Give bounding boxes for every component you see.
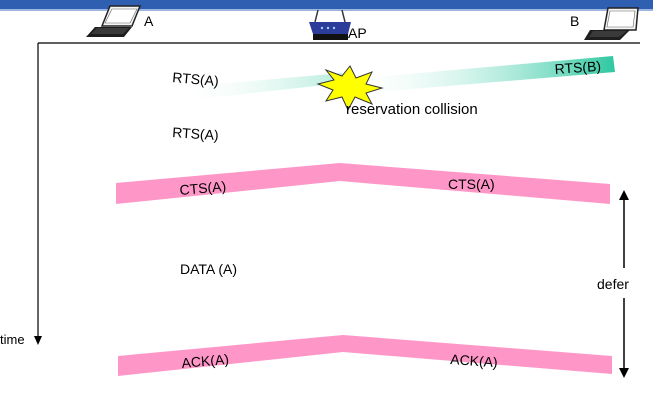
node-label-b: B xyxy=(570,13,579,29)
cts-a-left-label: CTS(A) xyxy=(179,178,227,198)
laptop-b-icon xyxy=(584,7,639,40)
top-banner-edge xyxy=(0,9,653,11)
defer-arrowhead-top xyxy=(619,190,629,200)
rts-b-label: RTS(B) xyxy=(554,58,601,77)
node-label-ap: AP xyxy=(348,25,367,41)
access-point-icon xyxy=(309,9,351,40)
defer-label: defer xyxy=(597,276,629,292)
collision-burst-icon xyxy=(316,65,384,112)
rts-a-band xyxy=(172,73,342,102)
rts-a-second-label: RTS(A) xyxy=(172,124,219,143)
laptop-a-icon xyxy=(86,5,142,37)
data-a-label: DATA (A) xyxy=(180,261,237,277)
collision-label: reservation collision xyxy=(346,101,478,118)
ack-a-left-label: ACK(A) xyxy=(181,351,230,371)
rts-a-first-label: RTS(A) xyxy=(172,69,220,89)
cts-a-right-label: CTS(A) xyxy=(448,176,495,192)
defer-arrowhead-bottom xyxy=(619,368,629,378)
time-axis-label: time xyxy=(0,332,25,347)
time-axis-arrowhead xyxy=(34,336,42,345)
cts-band xyxy=(116,163,610,204)
ack-band xyxy=(118,335,612,376)
rts-b-band xyxy=(340,56,615,95)
node-label-a: A xyxy=(144,13,154,29)
top-banner xyxy=(0,0,653,9)
ack-a-right-label: ACK(A) xyxy=(450,351,498,370)
